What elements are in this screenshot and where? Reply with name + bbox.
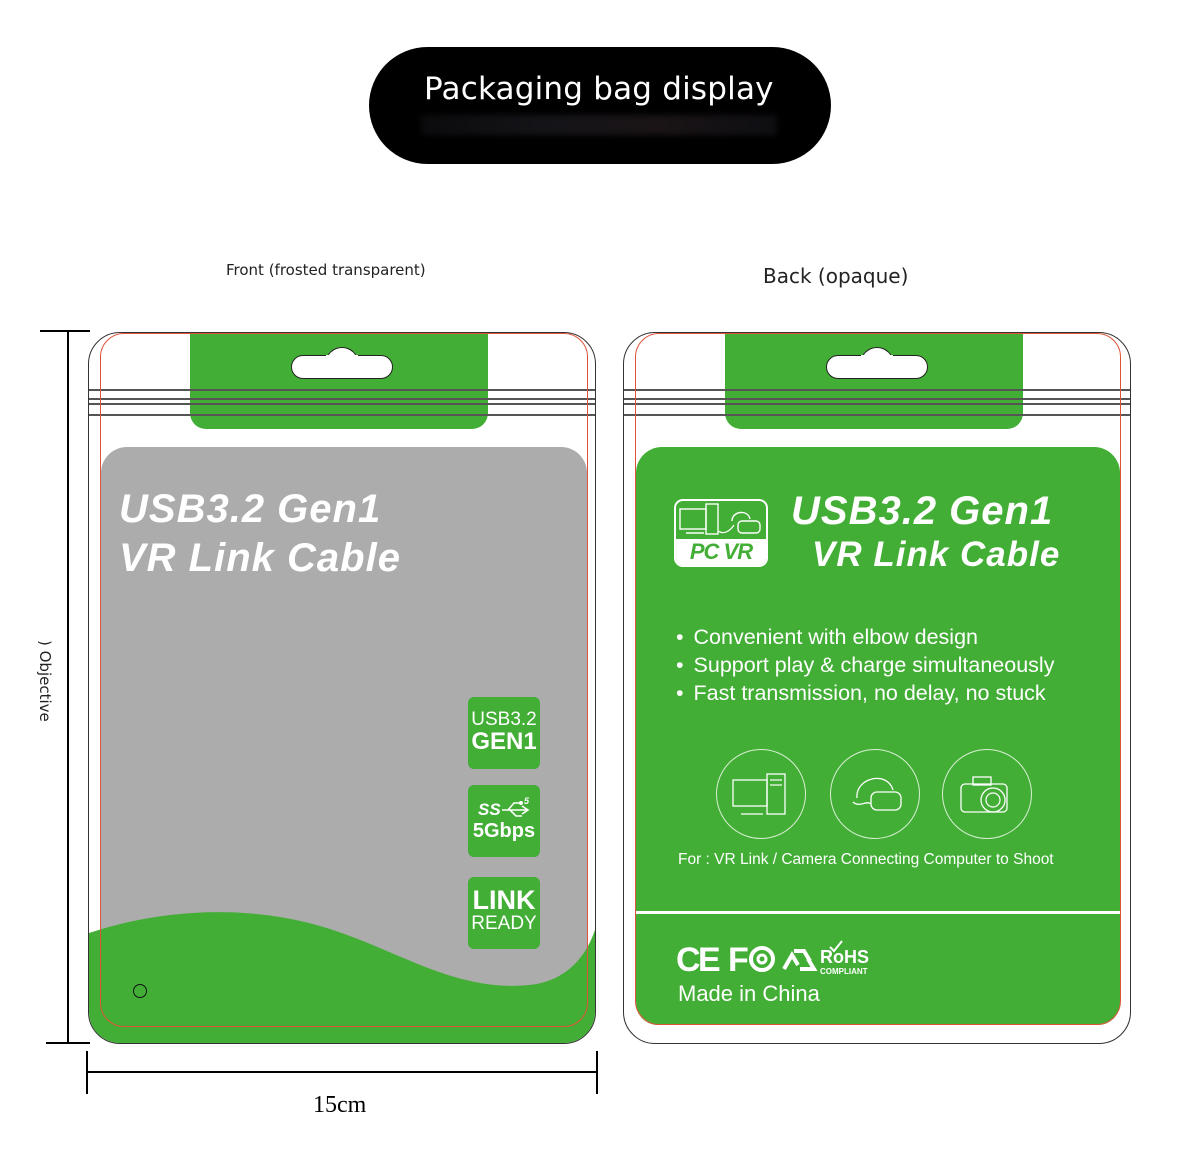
badge-usb32-gen1: USB3.2 GEN1 <box>468 697 540 769</box>
svg-text:COMPLIANT: COMPLIANT <box>820 967 868 976</box>
zip-line <box>624 403 1130 405</box>
back-divider <box>636 911 1120 914</box>
badge-5gbps: SS 5 5Gbps <box>468 785 540 857</box>
usage-text: For : VR Link / Camera Connecting Comput… <box>678 851 1054 868</box>
width-dimension-left-tick <box>86 1051 88 1094</box>
title-blur-strip <box>421 115 777 135</box>
origin-text: Made in China <box>678 981 820 1006</box>
hang-hole-join <box>861 355 893 359</box>
zip-line <box>624 389 1130 391</box>
certification-marks: C E F RoHS COMPLIANT <box>676 939 876 984</box>
zip-line <box>624 398 1130 400</box>
height-dimension-line <box>67 330 69 1043</box>
front-headline: USB3.2 Gen1 VR Link Cable <box>119 485 401 583</box>
zip-line <box>89 414 595 416</box>
hang-hole-join <box>326 355 358 359</box>
badge-line2: READY <box>471 913 537 934</box>
svg-text:E: E <box>698 941 721 979</box>
feature-item: Support play & charge simultaneously <box>676 651 1055 679</box>
front-bag: USB3.2 Gen1 VR Link Cable USB3.2 GEN1 SS… <box>88 332 596 1044</box>
header-tab <box>190 333 488 429</box>
svg-text:F: F <box>728 941 749 979</box>
computer-icon <box>716 749 806 839</box>
tear-notch-circle <box>133 984 147 998</box>
front-headline-line2: VR Link Cable <box>119 536 401 580</box>
badge-line2: GEN1 <box>471 728 537 755</box>
back-headline-line1: USB3.2 Gen1 <box>791 489 1054 533</box>
title-pill: Packaging bag display <box>369 47 831 164</box>
rohs-icon: RoHS COMPLIANT <box>820 940 869 976</box>
front-green-wave <box>89 912 595 1043</box>
hang-hole <box>826 355 928 379</box>
ce-mark-icon: C E <box>676 941 721 979</box>
feature-item: Fast transmission, no delay, no stuck <box>676 679 1054 707</box>
front-headline-line1: USB3.2 Gen1 <box>119 487 382 531</box>
superspeed-usb-icon: SS 5 <box>478 796 530 819</box>
pc-vr-logo: PC VR <box>674 499 768 567</box>
width-dimension-line <box>87 1071 598 1073</box>
header-tab <box>725 333 1023 429</box>
recycle-icon <box>782 949 818 971</box>
svg-text:5: 5 <box>524 797 530 806</box>
badge-line1: USB3.2 <box>471 709 537 730</box>
width-dimension-right-tick <box>596 1051 598 1094</box>
badge-line1: LINK <box>472 885 536 915</box>
front-label: Front (frosted transparent) <box>226 261 426 279</box>
vr-headset-icon <box>830 749 920 839</box>
zip-line <box>89 389 595 391</box>
badge-link-ready: LINK READY <box>468 877 540 949</box>
width-dimension-label: 15cm <box>313 1092 367 1118</box>
pc-vr-illustration-icon <box>679 503 761 535</box>
zip-line <box>624 414 1130 416</box>
zip-line <box>89 403 595 405</box>
superspeed-usb-icon: SS 5 <box>468 785 540 823</box>
svg-text:RoHS: RoHS <box>820 947 869 967</box>
height-dimension-bottom-tick <box>46 1042 90 1044</box>
camera-icon <box>942 749 1032 839</box>
feature-item: Convenient with elbow design <box>676 623 1054 651</box>
page-title: Packaging bag display <box>424 71 774 107</box>
height-dimension-top-tick <box>40 330 90 332</box>
back-headline-line2: VR Link Cable <box>812 535 1061 574</box>
svg-text:SS: SS <box>478 800 501 819</box>
feature-list: Convenient with elbow design Support pla… <box>676 623 1055 707</box>
pc-vr-logo-text: PC VR <box>676 539 766 565</box>
zip-line <box>89 398 595 400</box>
back-label: Back (opaque) <box>763 264 909 288</box>
badge-line2: 5Gbps <box>472 820 536 842</box>
back-bag: PC VR USB3.2 Gen1 VR Link Cable Convenie… <box>623 332 1131 1044</box>
fcc-mark-icon: F <box>728 941 775 979</box>
height-dimension-label: ) Objective <box>36 640 54 722</box>
svg-text:C: C <box>676 941 701 979</box>
